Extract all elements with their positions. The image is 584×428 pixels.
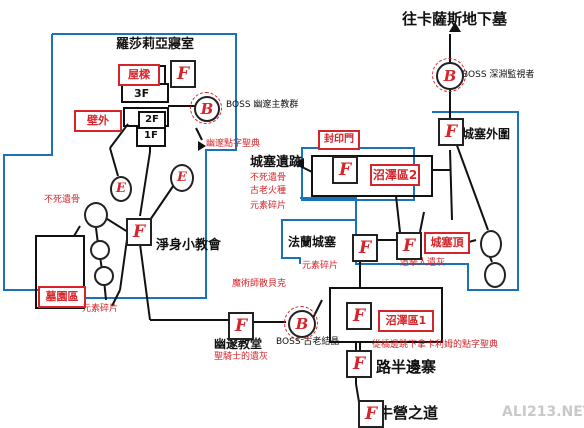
area-castle-top: 城塞頂 [424, 232, 470, 254]
destination-catacombs: 往卡薩斯地下墓 [402, 10, 508, 28]
area-floor1: 1F [144, 130, 158, 141]
area-swamp1: 沼澤區1 [378, 310, 434, 332]
bonfire-icon[interactable]: F [126, 218, 152, 246]
region-ruins [300, 197, 357, 220]
boss-ring-icon [190, 92, 222, 124]
area-floor3: 3F [134, 87, 150, 100]
area-cemetery: 墓園區 [38, 286, 86, 308]
area-cleansing-chapel: 淨身小教會 [156, 238, 222, 253]
area-swamp2: 沼澤區2 [370, 164, 420, 186]
watermark: ALI213.NET [502, 404, 584, 420]
bonfire-icon[interactable]: F [352, 234, 378, 262]
area-beam: 屋樑 [118, 64, 160, 86]
boss-ring-icon [432, 58, 466, 92]
item-shard-fort: 元素碎片 [302, 261, 339, 271]
boss-abyss-watchers-label: BOSS 深淵監視者 [462, 70, 535, 80]
boss-deacons-icon[interactable]: B [194, 96, 220, 122]
item-old-torch: 古老火種 [250, 186, 287, 196]
waypoint-circle [94, 266, 114, 286]
boss-old-demon-label: BOSS 古老結晶 [276, 337, 340, 347]
item-knight-ashes: 聖騎士的遺灰 [214, 352, 269, 362]
bonfire-icon[interactable]: F [346, 350, 372, 378]
area-dark-church: 幽邃教堂 [214, 337, 263, 351]
item-undead-bone: 不死遺骨 [250, 173, 287, 183]
waypoint-circle [90, 240, 110, 260]
waypoint-circle [480, 230, 502, 258]
area-lothric-fort: 法蘭城塞 [288, 235, 337, 249]
bonfire-icon[interactable]: F [228, 312, 254, 340]
waypoint-circle [484, 262, 506, 288]
area-wall-outer: 壁外 [74, 110, 122, 132]
item-stalker-ashes: 追擊人遺灰 [400, 258, 446, 268]
enemy-icon[interactable]: E [110, 176, 132, 202]
bonfire-icon[interactable]: F [438, 118, 464, 146]
enemy-icon[interactable]: E [170, 164, 194, 192]
boss-old-demon-icon[interactable]: B [288, 310, 316, 338]
area-castle-ruins: 城塞遺跡 [250, 155, 303, 170]
area-seal-gate: 封印門 [318, 130, 360, 150]
area-rosaria-room: 羅莎莉亞寢室 [116, 37, 195, 52]
area-floor2: 2F [138, 111, 166, 129]
bonfire-icon[interactable]: F [170, 60, 196, 88]
waypoint-circle [84, 202, 108, 228]
item-shard-left: 元素碎片 [82, 304, 119, 314]
destination-peasant-road: 牛營之道 [378, 404, 439, 422]
bonfire-icon[interactable]: F [396, 232, 422, 260]
bonfire-icon[interactable]: F [358, 400, 384, 428]
destination-roadside-fort: 路半邊寨 [376, 358, 437, 376]
boss-deacons-label: BOSS 幽邃主教群 [226, 100, 299, 110]
region-fort-outer [281, 111, 519, 291]
item-deacon-text: 幽邃點字聖典 [206, 139, 261, 149]
item-sorcerer-ring: 魔術師散貝克 [232, 279, 287, 289]
area-castle-outer: 城塞外圍 [462, 127, 511, 141]
item-undead-bone-left: 不死遺骨 [44, 195, 81, 205]
bonfire-icon[interactable]: F [332, 156, 358, 184]
bonfire-icon[interactable]: F [346, 302, 372, 330]
item-swamp-note: 從橋邊跳下拿卡利姆的點字聖典 [372, 340, 499, 350]
boss-abyss-watchers-icon[interactable]: B [436, 62, 464, 90]
boss-ring-icon [284, 306, 318, 340]
item-shard-ruins: 元素碎片 [250, 201, 287, 211]
